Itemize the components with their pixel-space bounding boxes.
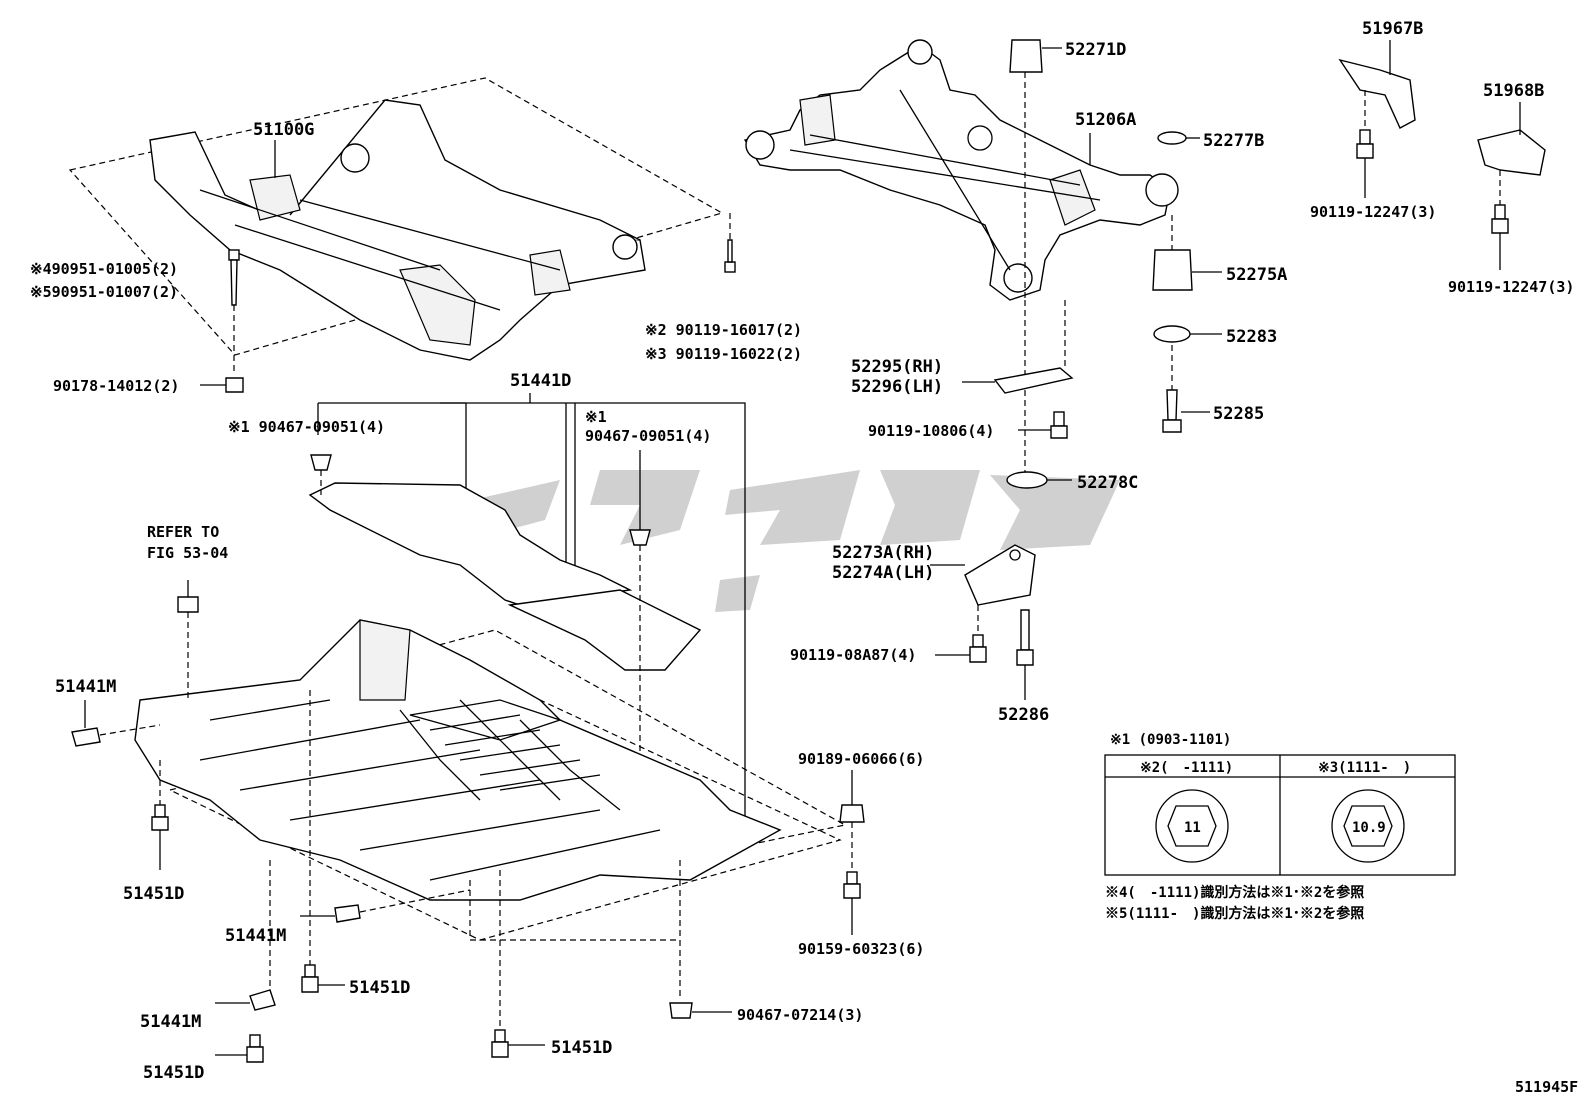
bolt-52286 xyxy=(1016,609,1034,700)
bracket-52273A xyxy=(930,544,1036,606)
label-52273A: 52273A(RH) xyxy=(832,543,934,563)
bolt-90119-16017 xyxy=(724,213,736,273)
fastener-refer-53-04 xyxy=(177,580,199,700)
bolt-90159-60323 xyxy=(843,871,861,935)
figure-code: 511945F xyxy=(1515,1078,1578,1096)
label-90467-09051-a: ※1 90467-09051(4) xyxy=(228,418,385,436)
label-90119-12247-a: 90119-12247(3) xyxy=(1310,203,1436,221)
label-52278C: 52278C xyxy=(1077,473,1138,493)
label-52296: 52296(LH) xyxy=(851,377,943,397)
bolt-51451D-a xyxy=(151,760,169,870)
label-90178-14012: 90178-14012(2) xyxy=(53,377,179,395)
label-90189-06066: 90189-06066(6) xyxy=(798,750,924,768)
stopper-52278C xyxy=(1006,471,1072,489)
label-51451D-a: 51451D xyxy=(123,884,184,904)
bolt-90119-10806 xyxy=(1018,411,1068,439)
label-90467-09051-b-mark: ※1 xyxy=(585,408,607,426)
label-52285: 52285 xyxy=(1213,404,1264,424)
label-51206A: 51206A xyxy=(1075,110,1136,130)
bolt-mark-11: 11 xyxy=(1184,820,1201,836)
label-90119-10806: 90119-10806(4) xyxy=(868,422,994,440)
bush-52275A xyxy=(1152,215,1222,291)
bracket-51967B xyxy=(1338,40,1416,198)
label-90467-09051-b: 90467-09051(4) xyxy=(585,427,711,445)
label-52274A: 52274A(LH) xyxy=(832,563,934,583)
bolt-51451D-c xyxy=(215,1034,264,1063)
bolt-90119-08A87 xyxy=(935,605,987,663)
bolt-51451D-d xyxy=(491,870,545,1058)
rear-crossmember xyxy=(743,39,1179,301)
label-51100G: 51100G xyxy=(253,120,314,140)
legend-title: ※1 (0903-1101) xyxy=(1110,732,1231,748)
legend-box xyxy=(1104,754,1456,876)
bracket-52295 xyxy=(962,300,1074,394)
label-52277B: 52277B xyxy=(1203,131,1264,151)
label-51968B: 51968B xyxy=(1483,81,1544,101)
legend-note-4: ※4( -1111)識別方法は※1･※2を参照 xyxy=(1105,884,1364,901)
label-90159-60323: 90159-60323(6) xyxy=(798,940,924,958)
label-51451D-d: 51451D xyxy=(551,1038,612,1058)
clip-90467-07214 xyxy=(469,860,732,1019)
label-51441M-c: 51441M xyxy=(140,1012,201,1032)
bolt-90951 xyxy=(200,249,244,393)
label-90467-07214: 90467-07214(3) xyxy=(737,1006,863,1024)
nut-51441M-c xyxy=(215,860,276,1011)
bolt-mark-10-9: 10.9 xyxy=(1352,820,1386,836)
seal-gasket xyxy=(308,482,702,671)
label-52295: 52295(RH) xyxy=(851,357,943,377)
label-52271D: 52271D xyxy=(1065,40,1126,60)
bush-52271D xyxy=(1009,39,1062,485)
label-refer-to: REFER TO xyxy=(147,523,219,541)
clip-90467-09051-a xyxy=(310,454,332,495)
label-51441M-b: 51441M xyxy=(225,926,286,946)
label-52275A: 52275A xyxy=(1226,265,1287,285)
label-90119-12247-b: 90119-12247(3) xyxy=(1448,278,1574,296)
label-90951-01005: ※490951-01005(2) xyxy=(30,260,178,278)
label-51451D-c: 51451D xyxy=(143,1063,204,1083)
front-crossmember xyxy=(68,77,724,361)
bolt-51451D-b xyxy=(301,690,345,993)
label-fig-53-04: FIG 53-04 xyxy=(147,544,228,562)
label-52283: 52283 xyxy=(1226,327,1277,347)
label-90119-16017: ※2 90119-16017(2) xyxy=(645,321,802,339)
label-51967B: 51967B xyxy=(1362,19,1423,39)
stopper-52277B xyxy=(1157,131,1200,145)
label-52286: 52286 xyxy=(998,705,1049,725)
front-undercover-bracket xyxy=(317,393,746,820)
legend-note-5: ※5(1111- )識別方法は※1･※2を参照 xyxy=(1105,905,1364,922)
label-51441M-a: 51441M xyxy=(55,677,116,697)
bolt-52285 xyxy=(1162,389,1210,433)
nut-90189-06066 xyxy=(839,770,865,872)
legend-col1: ※2( -1111) xyxy=(1140,760,1233,776)
nut-51441M-a xyxy=(71,700,161,747)
legend-col2: ※3(1111- ) xyxy=(1318,760,1411,776)
stopper-52283 xyxy=(1153,325,1222,390)
engine-undercover xyxy=(134,619,847,941)
nut-51441M-b xyxy=(300,889,471,923)
label-51441D: 51441D xyxy=(510,371,571,391)
label-90119-08A87: 90119-08A87(4) xyxy=(790,646,916,664)
watermark-logo xyxy=(450,470,1120,612)
label-90951-01007: ※590951-01007(2) xyxy=(30,283,178,301)
bracket-51968B xyxy=(1477,102,1546,270)
label-51451D-b: 51451D xyxy=(349,978,410,998)
label-90119-16022: ※3 90119-16022(2) xyxy=(645,345,802,363)
